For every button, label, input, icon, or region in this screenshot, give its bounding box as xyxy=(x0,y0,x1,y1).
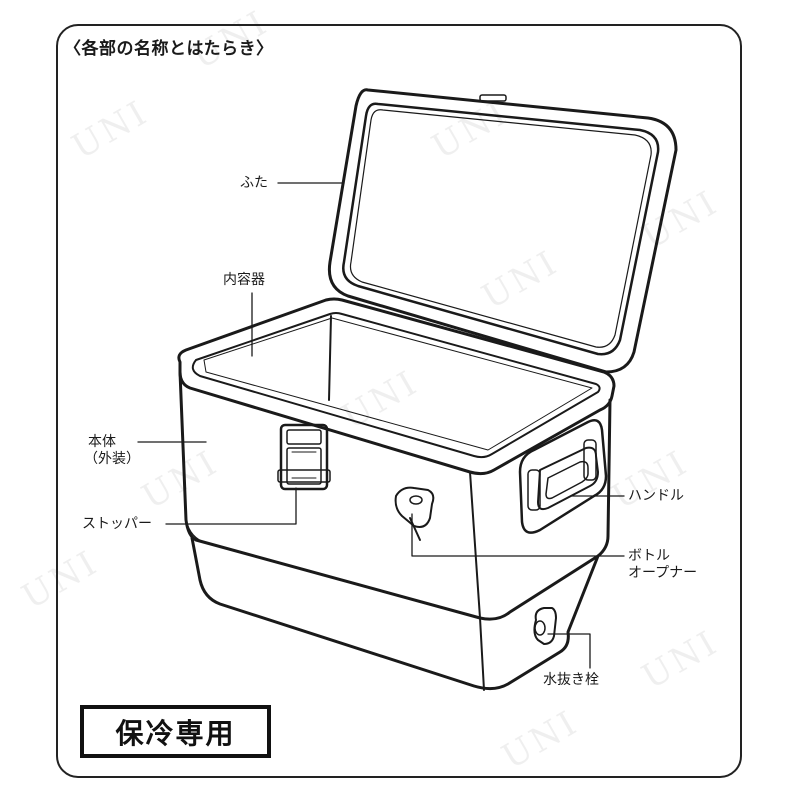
lid-inner-rim xyxy=(349,109,652,348)
leader-drain xyxy=(547,633,591,669)
stopper-latch xyxy=(279,423,329,491)
label-opener-line2: オープナー xyxy=(628,565,698,581)
label-body: 本体 （外装） xyxy=(84,434,140,468)
body-rim-outer xyxy=(177,297,616,476)
drain-plug xyxy=(533,607,557,645)
label-body-line2: （外装） xyxy=(84,451,140,467)
leader-opener xyxy=(411,513,625,557)
diagram-title: 〈各部の名称とはたらき〉 xyxy=(64,39,274,59)
label-drain: 水抜き栓 xyxy=(543,672,599,688)
body-rim-inner xyxy=(191,312,601,459)
body-rim-inner-2 xyxy=(203,317,593,451)
handle-plate xyxy=(518,419,608,534)
cold-only-badge: 保冷専用 xyxy=(80,705,271,758)
lid-latch xyxy=(479,94,507,102)
label-lid: ふた xyxy=(240,175,268,191)
label-handle: ハンドル xyxy=(628,488,684,504)
label-body-line1: 本体 xyxy=(88,434,116,450)
label-opener-line1: ボトル xyxy=(628,548,670,564)
label-inner-container: 内容器 xyxy=(223,272,265,288)
lid-inner xyxy=(342,102,660,356)
lid-outer xyxy=(327,88,678,374)
leader-stopper xyxy=(165,487,297,525)
body-shell xyxy=(178,370,612,621)
body-base xyxy=(190,536,600,691)
bottle-opener xyxy=(394,486,435,528)
diagram-frame xyxy=(56,24,742,778)
label-bottle-opener: ボトル オープナー xyxy=(628,548,697,582)
label-stopper: ストッパー xyxy=(82,516,152,532)
